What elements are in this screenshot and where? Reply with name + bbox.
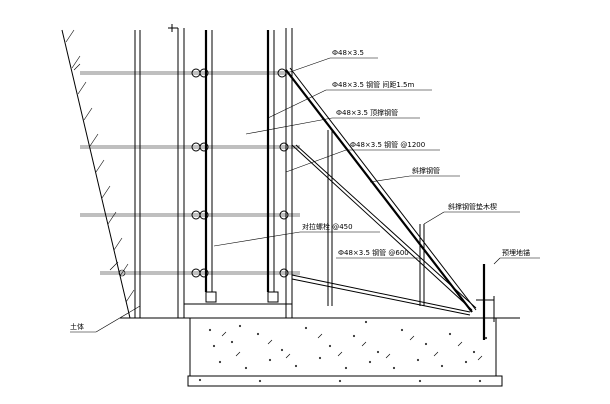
label-top-beam: Ф48×3.5 (332, 49, 364, 57)
anchor-post (476, 264, 495, 340)
label-brace-steel: 斜撑钢管 (412, 166, 440, 175)
label-brace-spacing: Ф48×3.5 钢管 @600 (338, 248, 409, 257)
diagonal-braces (285, 67, 477, 316)
tie-rod-clamps (118, 68, 289, 303)
leader-lines (70, 57, 540, 333)
label-upper-tube: Ф48×3.5 顶撑钢管 (336, 108, 398, 117)
label-middle-left: 对拉螺栓 @450 (302, 222, 353, 231)
foundation (120, 303, 520, 387)
label-soil: 土体 (70, 322, 84, 331)
label-upper-plate: Ф48×3.5 钢管 间距1.5m (332, 80, 415, 89)
label-mid-plate: Ф48×3.5 钢管 @1200 (350, 140, 425, 149)
label-anchor: 预埋地锚 (502, 248, 530, 257)
label-lower-brace: 斜撑钢管垫木楔 (448, 202, 497, 211)
wall-verticals (134, 28, 293, 318)
